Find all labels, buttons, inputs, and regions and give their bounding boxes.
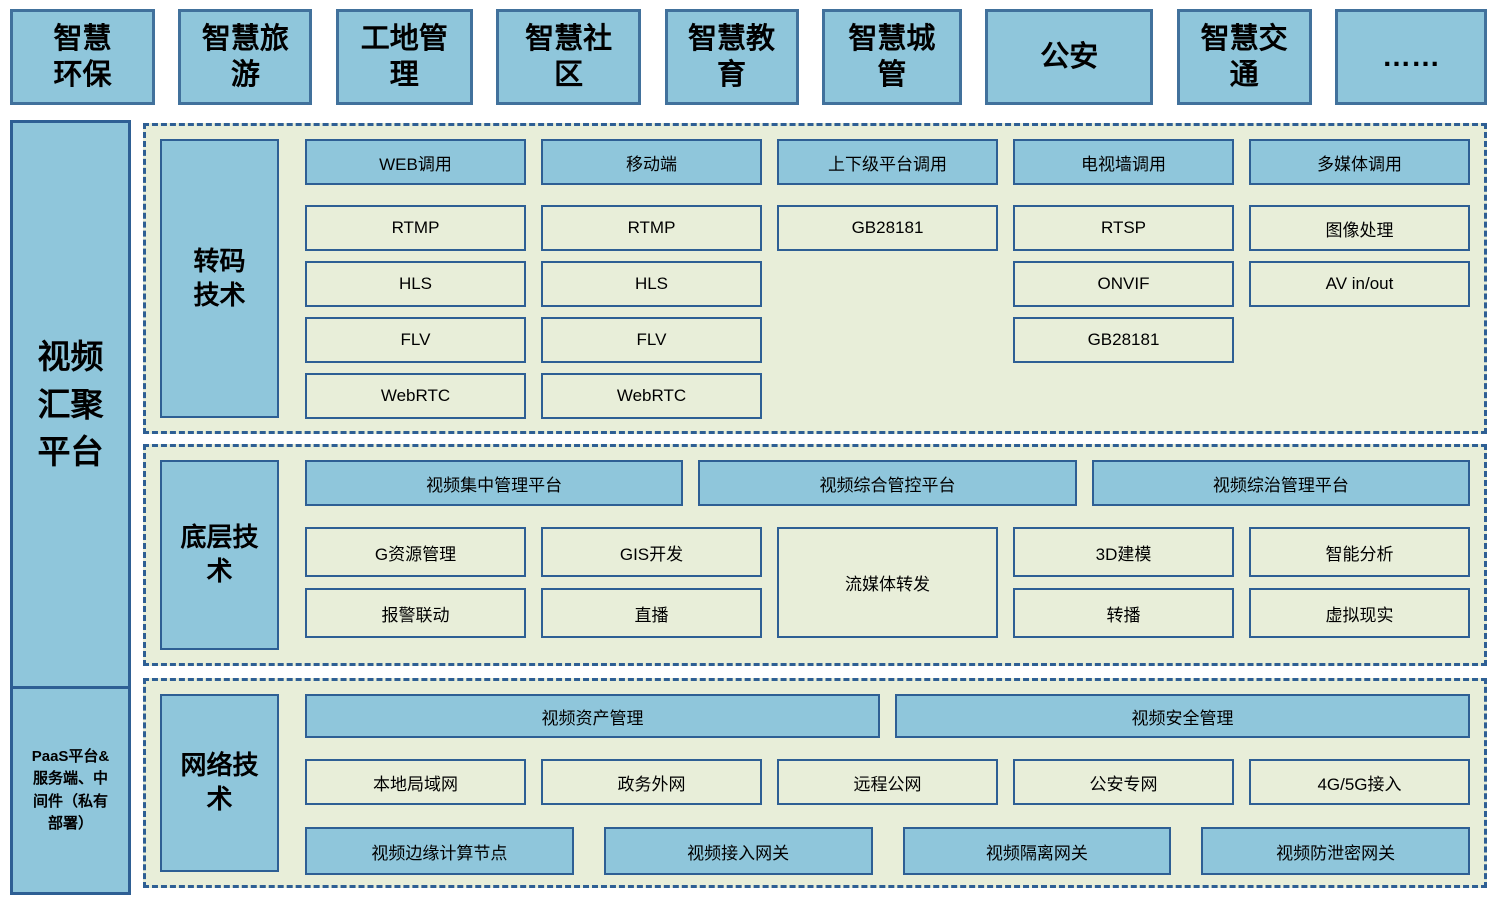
transcode-column-mobile: 移动端 RTMP HLS FLV WebRTC bbox=[541, 139, 762, 419]
network-access-box: 政务外网 bbox=[541, 759, 762, 805]
network-access-box: 远程公网 bbox=[777, 759, 998, 805]
main-content: 转码 技术 WEB调用 RTMP HLS FLV WebRTC 移动端 RTMP… bbox=[143, 123, 1487, 888]
section-label-base-tech: 底层技术 bbox=[160, 460, 279, 650]
protocol-box: RTMP bbox=[305, 205, 526, 251]
network-access-box: 本地局域网 bbox=[305, 759, 526, 805]
protocol-box: GB28181 bbox=[777, 205, 998, 251]
platform-header-box: 视频综治管理平台 bbox=[1091, 460, 1470, 506]
management-header-box: 视频安全管理 bbox=[895, 694, 1470, 738]
capability-box: 报警联动 bbox=[305, 588, 526, 638]
section-network-tech: 网络技术 视频资产管理 视频安全管理 本地局域网 政务外网 远程公网 公安专网 … bbox=[143, 678, 1487, 888]
protocol-box: WebRTC bbox=[305, 373, 526, 419]
capability-box-streaming-forward: 流媒体转发 bbox=[777, 527, 998, 638]
protocol-box: ONVIF bbox=[1013, 261, 1234, 307]
protocol-box: FLV bbox=[305, 317, 526, 363]
industry-box-smart-community: 智慧社 区 bbox=[496, 9, 642, 105]
industry-box-more-ellipsis: …… bbox=[1335, 9, 1487, 105]
section-label-transcode: 转码 技术 bbox=[160, 139, 279, 418]
protocol-box: HLS bbox=[541, 261, 762, 307]
industry-box-public-security: 公安 bbox=[985, 9, 1154, 105]
platform-header-box: 视频综合管控平台 bbox=[698, 460, 1077, 506]
section-body-network-tech: 视频资产管理 视频安全管理 本地局域网 政务外网 远程公网 公安专网 4G/5G… bbox=[305, 694, 1470, 875]
network-access-box: 公安专网 bbox=[1013, 759, 1234, 805]
column-header: 移动端 bbox=[541, 139, 762, 185]
protocol-box: RTMP bbox=[541, 205, 762, 251]
capability-box: G资源管理 bbox=[305, 527, 526, 577]
capability-box: 转播 bbox=[1013, 588, 1234, 638]
section-label-network-tech: 网络技术 bbox=[160, 694, 279, 872]
protocol-box: FLV bbox=[541, 317, 762, 363]
gateway-box: 视频边缘计算节点 bbox=[305, 827, 574, 875]
column-header: 电视墙调用 bbox=[1013, 139, 1234, 185]
column-header: 多媒体调用 bbox=[1249, 139, 1470, 185]
industry-box-smart-tourism: 智慧旅 游 bbox=[178, 9, 313, 105]
platform-header-box: 视频集中管理平台 bbox=[305, 460, 684, 506]
industry-box-smart-transport: 智慧交 通 bbox=[1176, 9, 1312, 105]
gateway-box: 视频防泄密网关 bbox=[1201, 827, 1470, 875]
protocol-box: RTSP bbox=[1013, 205, 1234, 251]
industry-box-smart-environment: 智慧 环保 bbox=[10, 9, 155, 105]
protocol-box: HLS bbox=[305, 261, 526, 307]
management-header-box: 视频资产管理 bbox=[305, 694, 880, 738]
transcode-column-cascade-platform: 上下级平台调用 GB28181 bbox=[777, 139, 998, 419]
capability-box: 直播 bbox=[541, 588, 762, 638]
protocol-box: GB28181 bbox=[1013, 317, 1234, 363]
section-body-base-tech: 视频集中管理平台 视频综合管控平台 视频综治管理平台 G资源管理 GIS开发 流… bbox=[305, 460, 1470, 650]
network-access-box: 4G/5G接入 bbox=[1249, 759, 1470, 805]
industry-row: 智慧 环保 智慧旅 游 工地管 理 智慧社 区 智慧教 育 智慧城 管 公安 智… bbox=[10, 9, 1487, 105]
sidebar: 视频 汇聚 平台 PaaS平台& 服务端、中 间件（私有 部署） bbox=[10, 120, 131, 895]
gateway-box: 视频隔离网关 bbox=[902, 827, 1172, 875]
capability-box: 虚拟现实 bbox=[1249, 588, 1470, 638]
column-header: 上下级平台调用 bbox=[777, 139, 998, 185]
protocol-box: WebRTC bbox=[541, 373, 762, 419]
section-body-transcode: WEB调用 RTMP HLS FLV WebRTC 移动端 RTMP HLS F… bbox=[305, 139, 1470, 419]
section-transcode: 转码 技术 WEB调用 RTMP HLS FLV WebRTC 移动端 RTMP… bbox=[143, 123, 1487, 434]
transcode-column-multimedia: 多媒体调用 图像处理 AV in/out bbox=[1249, 139, 1470, 419]
protocol-box: 图像处理 bbox=[1249, 205, 1470, 251]
capability-box: 3D建模 bbox=[1013, 527, 1234, 577]
paas-deployment-label: PaaS平台& 服务端、中 间件（私有 部署） bbox=[10, 686, 131, 895]
gateway-box: 视频接入网关 bbox=[603, 827, 873, 875]
industry-box-smart-city-management: 智慧城 管 bbox=[821, 9, 962, 105]
transcode-column-web: WEB调用 RTMP HLS FLV WebRTC bbox=[305, 139, 526, 419]
capability-box: GIS开发 bbox=[541, 527, 762, 577]
industry-box-site-management: 工地管 理 bbox=[335, 9, 473, 105]
capability-box: 智能分析 bbox=[1249, 527, 1470, 577]
column-header: WEB调用 bbox=[305, 139, 526, 185]
platform-title: 视频 汇聚 平台 bbox=[10, 120, 131, 689]
section-base-tech: 底层技术 视频集中管理平台 视频综合管控平台 视频综治管理平台 G资源管理 GI… bbox=[143, 444, 1487, 666]
industry-box-smart-education: 智慧教 育 bbox=[664, 9, 799, 105]
transcode-column-tv-wall: 电视墙调用 RTSP ONVIF GB28181 bbox=[1013, 139, 1234, 419]
protocol-box: AV in/out bbox=[1249, 261, 1470, 307]
